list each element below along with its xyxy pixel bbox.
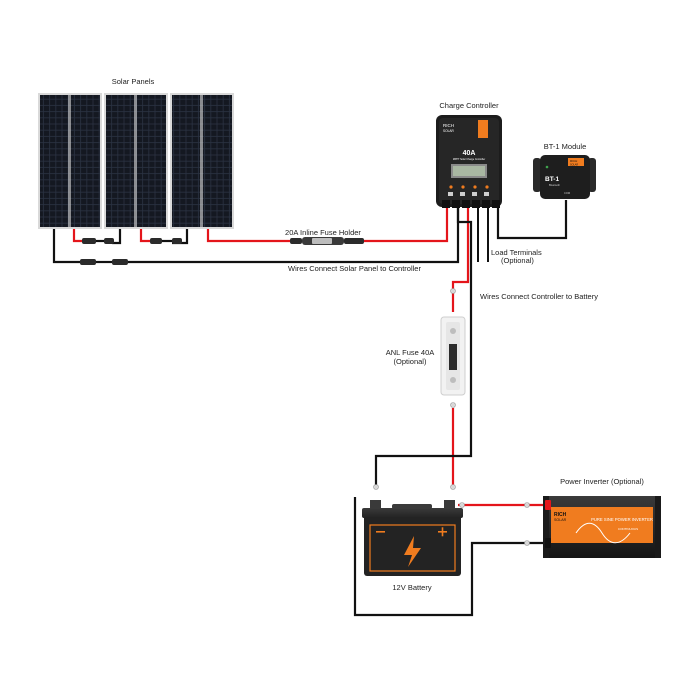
solar-panel-3: [170, 93, 234, 229]
bt1-brand-line1: RICH: [570, 159, 577, 163]
charge-controller-label: Charge Controller: [439, 101, 499, 110]
load-terminals-label-2: (Optional): [501, 256, 534, 265]
load-terminals-label-1: Load Terminals: [491, 248, 542, 257]
inverter-wiring: [353, 497, 545, 617]
solar-panel-array: [38, 93, 234, 229]
panel-wiring: [52, 208, 460, 264]
bt1-cable: [496, 200, 568, 240]
controller-battery-wiring: [374, 208, 473, 485]
inverter-title: PURE SINE POWER INVERTER: [591, 517, 653, 522]
bt1-sub: Bluetooth: [549, 183, 561, 187]
solar-panel-1: [38, 93, 102, 229]
controller-brand-line1: RICH: [443, 123, 454, 128]
anl-fuse: [440, 316, 466, 396]
solar-panel-2: [104, 93, 168, 229]
inline-fuse-label: 20A Inline Fuse Holder: [285, 228, 361, 237]
power-inverter-label: Power Inverter (Optional): [560, 477, 644, 486]
bt1-module: RICH SOLAR BT-1 Bluetooth COM: [533, 155, 596, 199]
load-terminal-leads: [477, 208, 489, 262]
solar-to-controller-label: Wires Connect Solar Panel to Controller: [288, 264, 421, 273]
inverter-brand-line2: SOLAR: [554, 518, 567, 522]
battery-label: 12V Battery: [392, 583, 431, 592]
controller-rating: 40A: [463, 150, 476, 157]
bt1-module-label: BT-1 Module: [544, 142, 587, 151]
inverter-sub: CONTINUOUS: [618, 527, 638, 531]
controller-to-battery-label: Wires Connect Controller to Battery: [480, 292, 598, 301]
bt1-name: BT-1: [545, 176, 559, 183]
inverter-ring-terminals: [459, 502, 530, 546]
controller-model: MPPT Solar Charge Controller: [453, 158, 486, 161]
anl-fuse-label-2: (Optional): [394, 357, 427, 366]
inverter-brand-line1: RICH: [554, 512, 567, 518]
anl-fuse-label-1: ANL Fuse 40A: [386, 348, 435, 357]
solar-panels-label: Solar Panels: [112, 77, 155, 86]
battery: [362, 500, 463, 576]
ring-terminals: [373, 288, 456, 490]
power-inverter: RICH SOLAR PURE SINE POWER INVERTER CONT…: [543, 496, 661, 558]
inline-fuse-holder: [290, 237, 364, 245]
controller-brand-line2: SOLAR: [443, 129, 455, 133]
bt1-brand-line2: SOLAR: [570, 164, 578, 167]
charge-controller: RICH SOLAR 40A MPPT Solar Charge Control…: [436, 115, 502, 208]
mc4-connectors: [80, 238, 182, 265]
bt1-port: COM: [564, 191, 570, 195]
